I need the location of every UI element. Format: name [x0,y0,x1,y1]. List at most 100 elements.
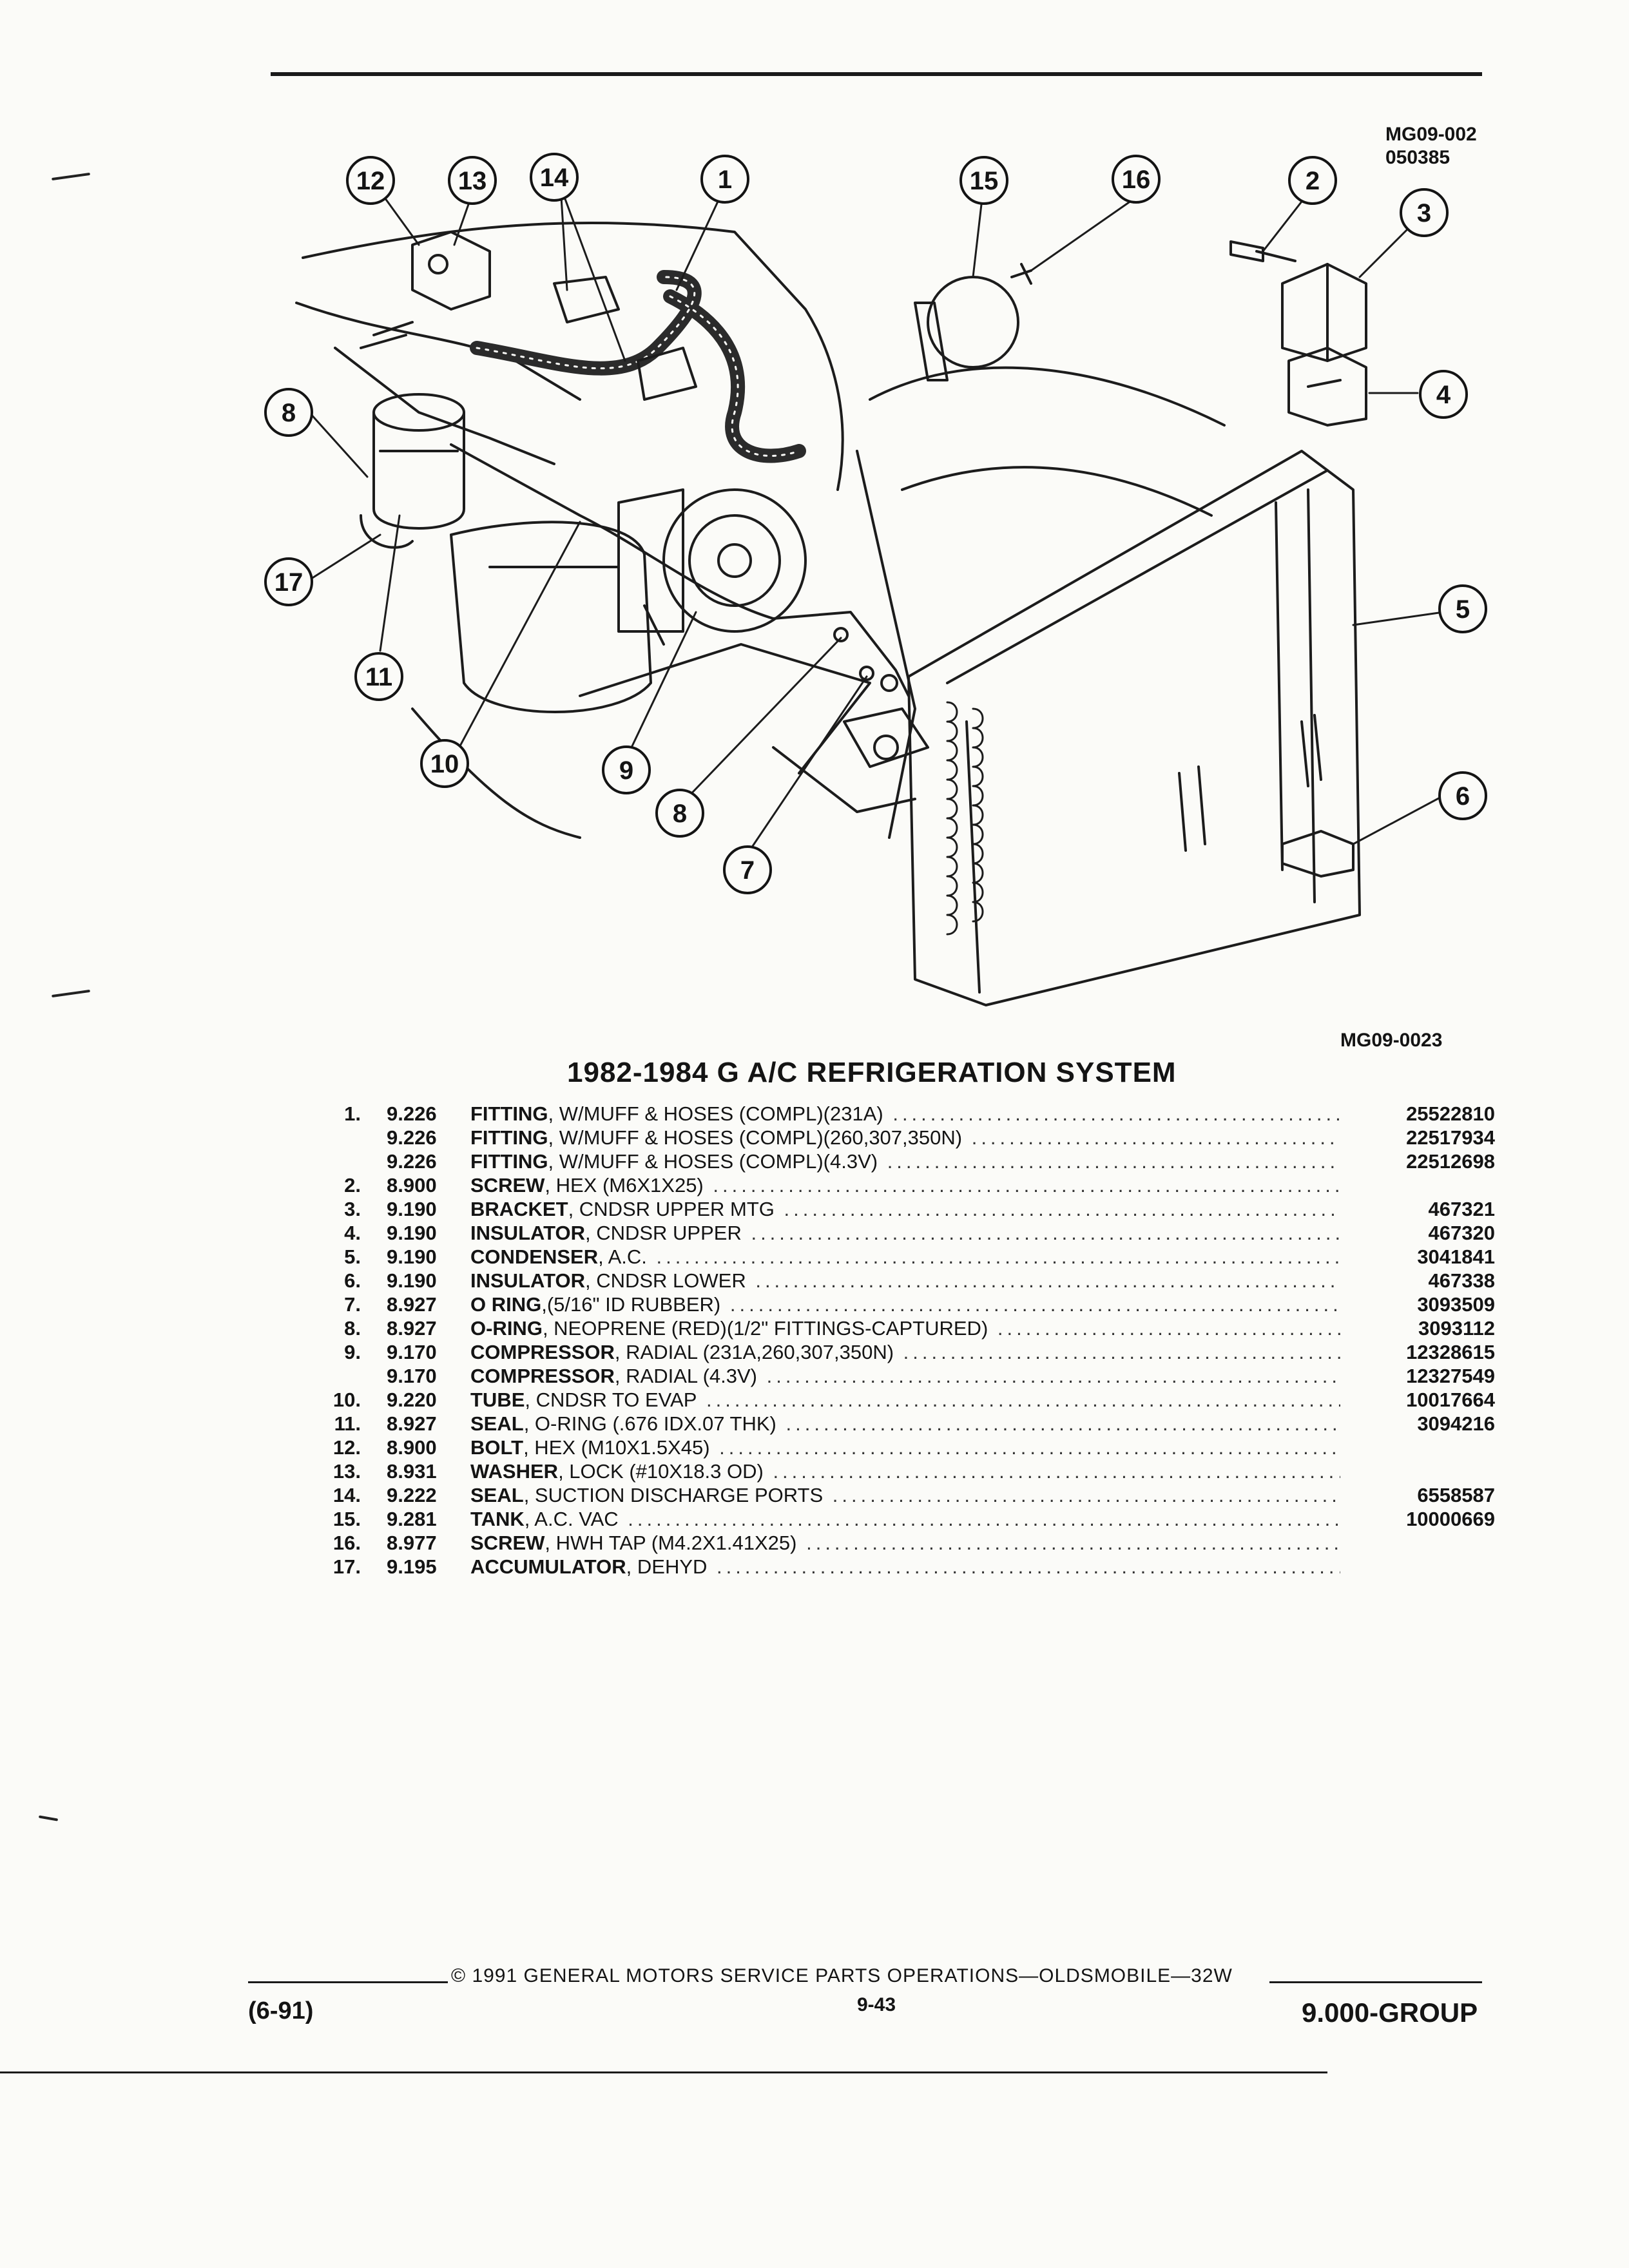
svg-text:6: 6 [1456,782,1470,811]
part-detail: ,(5/16" ID RUBBER) [541,1293,721,1316]
footer-rule-right [1269,1981,1482,1983]
group-number: 8.931 [387,1460,437,1483]
part-name: COMPRESSOR [470,1341,615,1363]
leader-dots: ........................................… [997,1317,1340,1340]
part-description: BOLT, HEX (M10X1.5X45) .................… [470,1436,1340,1459]
part-number: 22512698 [1406,1150,1495,1173]
lower-insulator [1281,830,1354,878]
part-detail: , SUCTION DISCHARGE PORTS [523,1484,824,1506]
fluid-reservoir [450,521,652,713]
part-name: TANK [470,1508,525,1530]
part-detail: , CNDSR UPPER [584,1222,742,1244]
part-description: SEAL, O-RING (.676 IDX.07 THK) .........… [470,1412,1340,1436]
group-number: 8.927 [387,1412,437,1435]
callout-3: 3 [1400,188,1449,237]
svg-text:11: 11 [365,663,392,691]
part-number: 3093112 [1418,1317,1495,1340]
part-number: 10000669 [1406,1508,1495,1530]
leader-dots: ........................................… [971,1126,1340,1149]
part-description: CONDENSER, A.C. ........................… [470,1245,1340,1269]
figure-code: MG09-0023 [1340,1030,1443,1051]
callout-17: 17 [264,557,313,606]
compressor [617,488,807,646]
group-number: 9.190 [387,1269,437,1292]
leader-dots: ........................................… [903,1341,1340,1363]
part-number: 12328615 [1406,1341,1495,1363]
part-number: 3093509 [1417,1293,1495,1316]
part-number: 25522810 [1406,1102,1495,1125]
condenser [907,450,1361,1006]
leader-dots: ........................................… [806,1532,1340,1554]
callout-7: 7 [723,845,772,894]
group-number: 9.170 [387,1365,437,1387]
part-detail: , A.C. VAC [524,1508,619,1530]
svg-text:7: 7 [740,856,755,885]
leader-dots: ........................................… [784,1198,1340,1220]
callout-12: 12 [346,156,395,205]
item-number: 12. [333,1436,361,1459]
part-description: SCREW, HEX (M6X1X25) ...................… [470,1173,1340,1197]
item-number: 3. [344,1198,361,1220]
frame-rail [772,746,916,813]
group-number: 9.170 [387,1341,437,1363]
svg-text:14: 14 [540,164,569,192]
part-detail: , HEX (M6X1X25) [545,1174,704,1196]
part-description: SCREW, HWH TAP (M4.2X1.41X25) ..........… [470,1531,1340,1555]
part-name: SEAL [470,1484,524,1506]
tap-screw [1010,263,1032,285]
svg-text:1: 1 [718,166,732,194]
leader-dots: ........................................… [832,1484,1340,1506]
part-name: COMPRESSOR [470,1365,615,1387]
radiator-support [856,450,916,839]
item-number: 8. [344,1317,361,1340]
parts-list-title: 1982-1984 G A/C REFRIGERATION SYSTEM [567,1057,1177,1088]
callout-11: 11 [354,652,403,701]
accumulator [360,393,465,549]
item-number: 10. [333,1389,361,1411]
part-number: 3041841 [1417,1245,1495,1268]
hex-screw [1229,240,1296,262]
part-name: BOLT [470,1436,524,1459]
part-description: FITTING, W/MUFF & HOSES (COMPL)(260,307,… [470,1126,1340,1149]
svg-text:2: 2 [1306,167,1320,195]
upper-mounting-bracket [1281,263,1367,362]
part-detail: , A.C. [598,1245,647,1268]
figure-ref-date: 050385 [1385,147,1451,168]
leader-dots: ........................................… [766,1365,1340,1387]
item-number: 11. [334,1412,361,1435]
part-description: WASHER, LOCK (#10X18.3 OD) .............… [470,1459,1340,1483]
item-number: 4. [344,1222,361,1244]
part-detail: , CNDSR UPPER MTG [568,1198,775,1220]
condenser-to-evap-tube [450,443,910,697]
frame-rail [579,643,871,774]
part-description: O-RING, NEOPRENE (RED)(1/2" FITTINGS-CAP… [470,1316,1340,1340]
upper-insulator [1287,347,1367,427]
leader-dots: ........................................… [656,1245,1340,1268]
exploded-view-diagram: 12 13 14 1 15 16 2 3 [264,153,1487,1006]
leader-dots: ........................................… [892,1102,1340,1125]
group-number: 8.927 [387,1293,437,1316]
svg-text:10: 10 [430,750,459,778]
callout-13: 13 [448,156,497,205]
part-name: WASHER [470,1460,559,1483]
part-name: SEAL [470,1412,524,1435]
part-detail: , CNDSR LOWER [584,1269,746,1292]
item-number: 1. [344,1102,361,1125]
group-number: 9.226 [387,1150,437,1173]
muffler-hose-texture [476,276,800,457]
leader-lines [308,186,1445,855]
part-number: 10017664 [1406,1389,1495,1411]
engine-outline [302,221,844,491]
part-detail: , NEOPRENE (RED)(1/2" FITTINGS-CAPTURED) [542,1317,988,1340]
part-name: O RING [470,1293,542,1316]
svg-text:13: 13 [458,167,487,195]
part-description: TUBE, CNDSR TO EVAP ....................… [470,1388,1340,1412]
